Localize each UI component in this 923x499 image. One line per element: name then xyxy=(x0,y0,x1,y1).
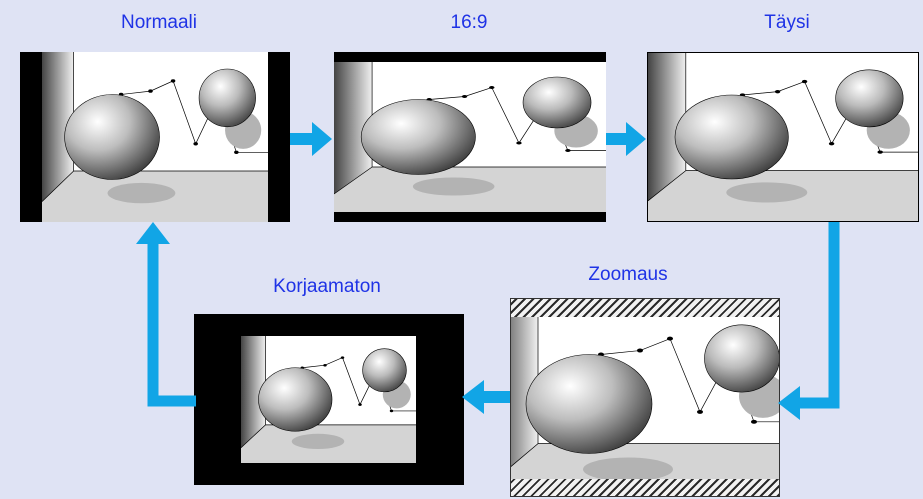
frame-normal xyxy=(20,52,290,222)
mode-label-wide: 16:9 xyxy=(451,13,488,32)
projection-scene-icon xyxy=(511,317,779,479)
projection-scene-icon xyxy=(334,62,606,212)
mode-label-through: Korjaamaton xyxy=(273,277,381,296)
arrow-icon xyxy=(462,380,510,414)
frame-zoom xyxy=(510,298,780,497)
mode-label-full: Täysi xyxy=(764,13,809,32)
mode-label-normal: Normaali xyxy=(121,13,197,32)
arrow-icon xyxy=(136,222,196,412)
mode-label-zoom: Zoomaus xyxy=(588,265,667,284)
projection-scene-icon xyxy=(241,336,416,463)
arrow-icon xyxy=(290,122,332,156)
projection-scene-icon xyxy=(648,53,918,221)
frame-through xyxy=(194,314,464,485)
frame-full xyxy=(647,52,919,222)
arrow-icon xyxy=(606,122,646,156)
zoom-visible-area xyxy=(511,317,779,479)
arrow-icon xyxy=(778,222,848,422)
projection-scene-icon xyxy=(42,52,268,222)
frame-wide xyxy=(334,52,606,222)
